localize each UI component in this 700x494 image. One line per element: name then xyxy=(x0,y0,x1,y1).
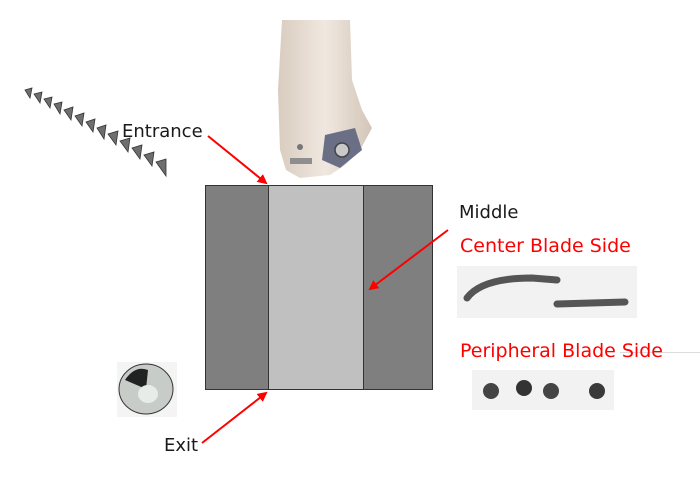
middle-arrow xyxy=(368,229,449,291)
peripheral-blade-side-label: Peripheral Blade Side xyxy=(460,340,663,362)
peripheral-blade-chips-image xyxy=(472,370,614,410)
entrance-arrow xyxy=(207,135,268,185)
entrance-label: Entrance xyxy=(122,121,203,142)
middle-label: Middle xyxy=(459,202,519,223)
workpiece-center-zone xyxy=(268,186,364,389)
divider-line xyxy=(620,352,700,353)
center-blade-side-label: Center Blade Side xyxy=(460,235,631,257)
exit-arrow xyxy=(201,391,268,444)
center-blade-chips-image xyxy=(457,266,637,318)
workpiece-left-zone xyxy=(206,186,268,389)
exit-label: Exit xyxy=(164,435,199,456)
